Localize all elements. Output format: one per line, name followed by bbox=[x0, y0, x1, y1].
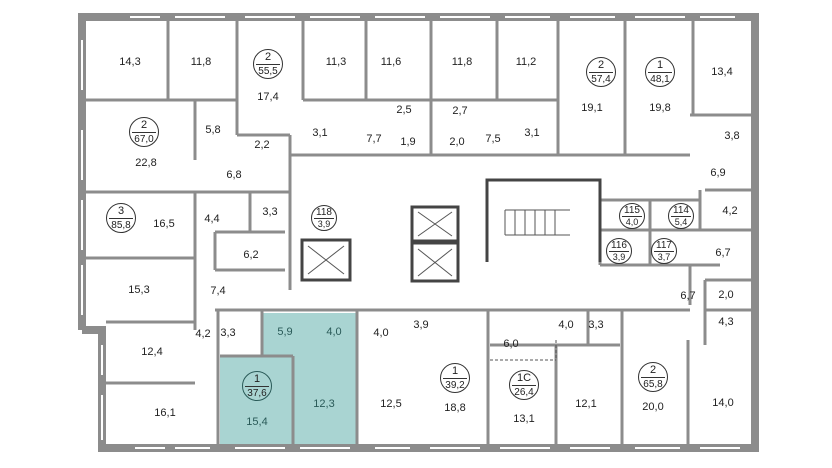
storage-area: 3,9 bbox=[317, 219, 331, 229]
room-area: 4,0 bbox=[373, 327, 389, 339]
room-area: 6,2 bbox=[243, 249, 259, 261]
highlighted-apartment[interactable] bbox=[220, 313, 357, 445]
room-area: 12,3 bbox=[313, 398, 335, 410]
storage-number: 115 bbox=[622, 205, 642, 217]
room-area: 12,4 bbox=[141, 346, 163, 358]
room-area: 4,2 bbox=[722, 205, 738, 217]
storage-area: 3,7 bbox=[657, 252, 671, 262]
room-area: 20,0 bbox=[642, 401, 664, 413]
room-area: 13,1 bbox=[513, 413, 535, 425]
apartment-area: 85,8 bbox=[111, 220, 131, 231]
room-area: 3,3 bbox=[588, 319, 604, 331]
room-area: 4,0 bbox=[558, 319, 574, 331]
room-area: 12,5 bbox=[380, 398, 402, 410]
room-area: 1,9 bbox=[400, 136, 416, 148]
room-area: 15,4 bbox=[246, 416, 268, 428]
storage-number: 116 bbox=[609, 240, 629, 252]
apartment-rooms: 2 bbox=[589, 59, 613, 73]
room-area: 2,7 bbox=[452, 105, 468, 117]
room-area: 11,8 bbox=[451, 56, 473, 68]
room-area: 14,0 bbox=[712, 397, 734, 409]
room-area: 4,4 bbox=[204, 213, 220, 225]
apartment-rooms: 3 bbox=[109, 205, 133, 219]
room-area: 13,4 bbox=[711, 66, 733, 78]
storage-area: 5,4 bbox=[674, 217, 688, 227]
room-area: 11,8 bbox=[190, 56, 212, 68]
storage-area: 4,0 bbox=[625, 217, 639, 227]
apartment-rooms: 1 bbox=[443, 365, 467, 379]
storage-number: 114 bbox=[671, 205, 691, 217]
apartment-area: 26,4 bbox=[514, 387, 534, 398]
room-area: 3,3 bbox=[262, 206, 278, 218]
room-area: 4,0 bbox=[326, 326, 342, 338]
storage-number: 117 bbox=[654, 240, 674, 252]
room-area: 3,8 bbox=[724, 130, 740, 142]
room-area: 5,8 bbox=[205, 124, 221, 136]
room-area: 7,7 bbox=[366, 133, 382, 145]
room-area: 3,9 bbox=[413, 319, 429, 331]
apartment-area: 57,4 bbox=[591, 74, 611, 85]
apartment-area: 39,2 bbox=[445, 380, 465, 391]
apartment-area: 65,8 bbox=[643, 379, 663, 390]
apartment-area: 67,0 bbox=[134, 134, 154, 145]
room-area: 7,5 bbox=[485, 133, 501, 145]
room-area: 6,9 bbox=[710, 167, 726, 179]
room-area: 19,1 bbox=[581, 102, 603, 114]
storage-number: 118 bbox=[314, 207, 334, 219]
apartment-rooms: 1С bbox=[512, 372, 536, 386]
apartment-area: 55,5 bbox=[258, 66, 278, 77]
room-area: 3,3 bbox=[220, 327, 236, 339]
room-area: 2,5 bbox=[396, 104, 412, 116]
room-area: 22,8 bbox=[135, 157, 157, 169]
room-area: 3,1 bbox=[312, 127, 328, 139]
room-area: 15,3 bbox=[128, 284, 150, 296]
room-area: 5,9 bbox=[277, 326, 293, 338]
room-area: 2,0 bbox=[449, 136, 465, 148]
room-area: 16,1 bbox=[154, 407, 176, 419]
room-area: 7,4 bbox=[210, 285, 226, 297]
room-area: 11,3 bbox=[325, 56, 347, 68]
room-area: 11,6 bbox=[380, 56, 402, 68]
apartment-area: 37,6 bbox=[247, 388, 267, 399]
room-area: 2,2 bbox=[254, 139, 270, 151]
room-area: 17,4 bbox=[257, 91, 279, 103]
room-area: 2,0 bbox=[718, 289, 734, 301]
room-area: 6,7 bbox=[680, 290, 696, 302]
room-area: 11,2 bbox=[515, 56, 537, 68]
room-area: 12,1 bbox=[575, 398, 597, 410]
storage-area: 3,9 bbox=[612, 252, 626, 262]
apartment-area: 48,1 bbox=[650, 74, 670, 85]
apartment-rooms: 2 bbox=[641, 364, 665, 378]
room-area: 6,0 bbox=[503, 338, 519, 350]
room-area: 4,3 bbox=[718, 316, 734, 328]
room-area: 4,2 bbox=[195, 328, 211, 340]
room-area: 3,1 bbox=[524, 127, 540, 139]
apartment-rooms: 1 bbox=[245, 373, 269, 387]
room-area: 14,3 bbox=[119, 56, 141, 68]
room-area: 16,5 bbox=[153, 218, 175, 230]
room-area: 18,8 bbox=[444, 402, 466, 414]
apartment-rooms: 2 bbox=[256, 51, 280, 65]
apartment-rooms: 1 bbox=[648, 59, 672, 73]
room-area: 6,7 bbox=[715, 247, 731, 259]
apartment-rooms: 2 bbox=[132, 119, 156, 133]
room-area: 19,8 bbox=[649, 102, 671, 114]
room-area: 6,8 bbox=[226, 169, 242, 181]
